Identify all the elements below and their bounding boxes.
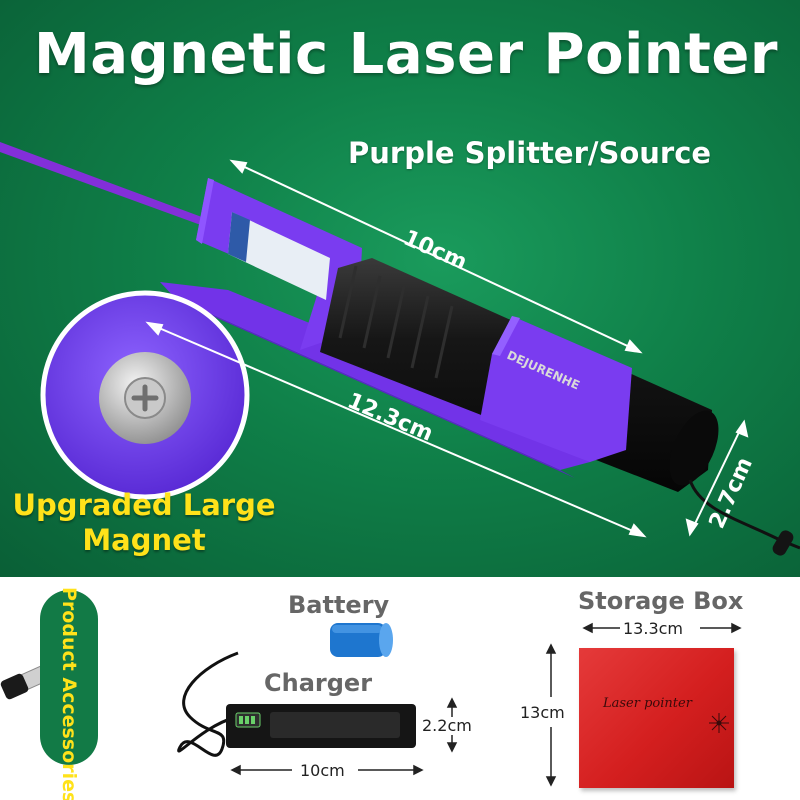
laser-beam xyxy=(0,142,226,232)
diameter-2-7cm-label: 2.7cm xyxy=(705,454,758,533)
charger-cable xyxy=(177,651,239,757)
magnet-callout: Upgraded Large Magnet xyxy=(8,488,280,558)
box-width-label: 13.3cm xyxy=(623,619,684,638)
box-dimension-arrows xyxy=(545,622,742,787)
holder-rear-clamp-highlight xyxy=(196,178,214,244)
holder-front-clamp-highlight xyxy=(492,316,520,356)
tube-grip-rings xyxy=(338,265,454,379)
charger-label: Charger xyxy=(264,669,373,697)
accessories-tab-label: Product Accessories xyxy=(58,587,80,800)
storage-box-print: Laser pointer xyxy=(603,696,692,711)
magnet-callout-line2: Magnet xyxy=(82,523,206,557)
device-label-sticker xyxy=(228,212,330,300)
screw-cross-icon xyxy=(131,384,159,412)
storage-box xyxy=(579,648,734,788)
product-title: Magnetic Laser Pointer xyxy=(34,22,778,87)
holder-front-clamp xyxy=(480,316,632,462)
charger-dimension-arrows xyxy=(230,697,458,776)
length-10cm-label: 10cm xyxy=(400,226,471,276)
holder-base-edge xyxy=(175,298,575,478)
lanyard-stopper xyxy=(772,530,794,556)
device-label-stripe xyxy=(228,212,250,262)
laser-burst-icon xyxy=(709,713,729,733)
charger-cradle xyxy=(226,704,416,748)
battery-label: Battery xyxy=(288,591,390,619)
tail-cap xyxy=(669,410,719,486)
lanyard-cord xyxy=(688,479,800,550)
charger-length-label: 10cm xyxy=(300,761,345,780)
magnet-callout-line1: Upgraded Large xyxy=(12,488,276,522)
battery-icon xyxy=(330,623,393,657)
box-height-label: 13cm xyxy=(520,703,565,722)
dim-arrow-12-3cm xyxy=(151,324,641,535)
dim-arrow-2-7cm xyxy=(691,425,743,531)
dimension-arrows xyxy=(145,159,749,538)
hero-section: DEJURENHE xyxy=(0,0,800,577)
laser-pointer-illustration: DEJURENHE xyxy=(0,142,800,556)
dim-arrow-10cm xyxy=(235,162,637,351)
accessories-illustration xyxy=(0,622,742,787)
product-subtitle: Purple Splitter/Source xyxy=(348,136,712,170)
charger-height-label: 2.2cm xyxy=(422,716,472,735)
accessories-tab xyxy=(40,590,98,765)
storage-box-label: Storage Box xyxy=(578,587,744,615)
